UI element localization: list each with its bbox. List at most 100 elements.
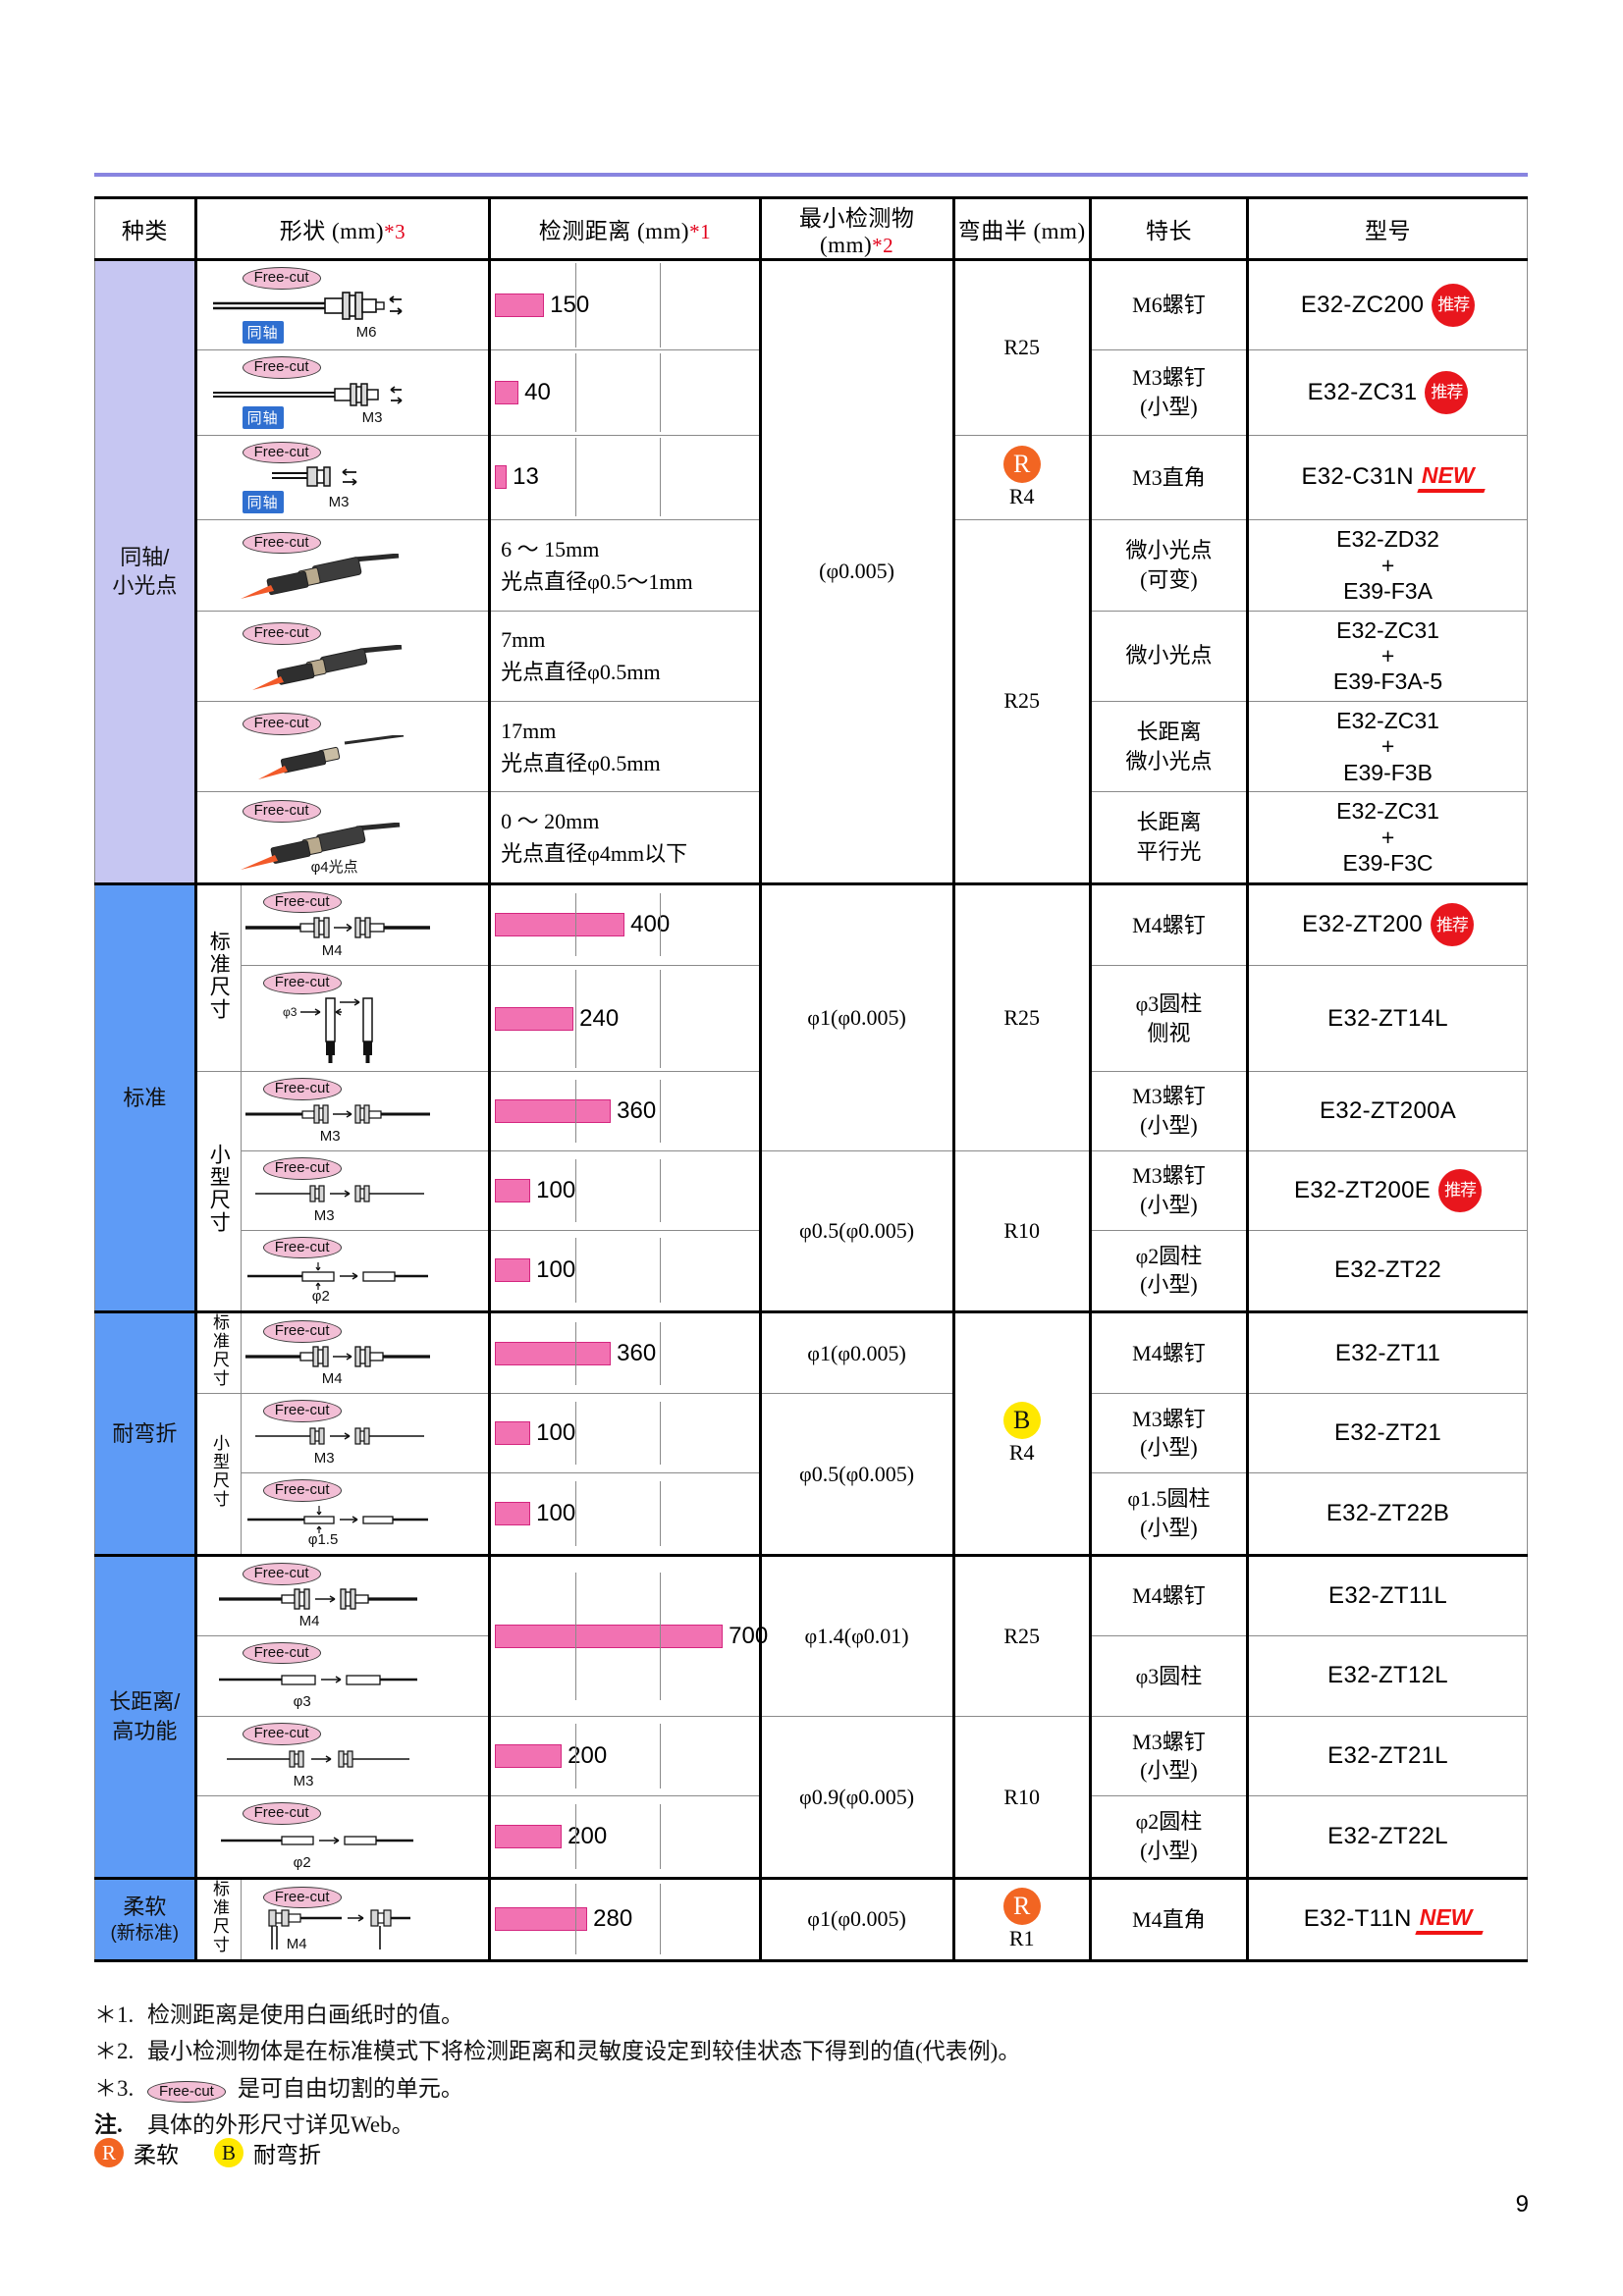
bend-radius-cell: R10 — [952, 1149, 1092, 1313]
shape-size-label: M4 — [298, 1612, 320, 1629]
feature-line2: (小型) — [1140, 1838, 1198, 1863]
feature-line2: (小型) — [1140, 1112, 1198, 1138]
footnote-text: 检测距离是使用白画纸时的值。 — [147, 2002, 463, 2027]
model-cell: E32-ZC31 + E39-F3A-5 — [1247, 610, 1528, 702]
feature-line1: 长距离 — [1136, 810, 1202, 835]
feature-line1: M3螺钉 — [1132, 364, 1206, 390]
feature-cell: M3螺钉 (小型) — [1089, 1716, 1250, 1797]
free-cut-badge: Free-cut — [147, 2080, 226, 2104]
bend-radius-cell: R25 — [952, 881, 1092, 1151]
spot-beam-parallel-diagram — [240, 822, 400, 870]
distance-cell: 100 — [489, 1393, 762, 1474]
distance-bar — [495, 380, 519, 404]
footnote-text: 具体的外形尺寸详见Web。 — [147, 2111, 414, 2137]
feature-cell: M4直角 — [1089, 1876, 1250, 1962]
distance-cell: 100 — [489, 1472, 762, 1556]
footnote-marker: ＊1. — [94, 2002, 135, 2027]
category-flexible-newstandard: 柔软 (新标准) — [94, 1876, 197, 1962]
shape-size-label: φ2 — [311, 1288, 330, 1306]
feature-line1: φ2圆柱 — [1135, 1243, 1203, 1268]
table-row: Free-cut 6 ～ 15mm 光点直径φ0.5～1mm R25 — [95, 519, 1528, 884]
through-beam-m3-diagram — [244, 1104, 430, 1124]
distance-text-line1: 17mm — [501, 718, 557, 743]
shape-cell: Free-cut M3 — [240, 1071, 492, 1151]
shape-size-label: φ2 — [293, 1853, 311, 1871]
fiber-sensor-spec-table: 种类 形状 (mm)*3 检测距离 (mm)*1 最小检测物 (mm)*2 弯曲… — [94, 196, 1528, 1962]
through-beam-m3-small-diagram — [226, 1750, 409, 1768]
free-cut-badge: Free-cut — [242, 799, 321, 823]
bend-radius-cell: R25 — [952, 259, 1092, 436]
header-type: 种类 — [94, 196, 197, 261]
shape-size-label: M3 — [293, 1773, 314, 1790]
table-row: Free-cut 17mm 光点直径φ0.5mm 长距离 微小光点 — [95, 700, 1528, 793]
model-number: E32-ZT22L — [1327, 1822, 1448, 1849]
min-object-cell: φ0.5(φ0.005) — [759, 1393, 955, 1556]
distance-cell: 240 — [489, 965, 762, 1072]
footnote-marker: ＊3. — [94, 2075, 135, 2101]
table-row: Free-cut φ3 φ3圆柱 E32-ZT12L — [95, 1634, 1528, 1718]
feature-line2: (小型) — [1140, 1515, 1198, 1540]
coaxial-right-angle-diagram — [271, 466, 357, 487]
distance-bar — [495, 1421, 531, 1446]
free-cut-badge: Free-cut — [262, 972, 342, 994]
feature-cell: φ3圆柱 侧视 — [1089, 965, 1250, 1072]
min-object-cell: φ1.4(φ0.01) — [759, 1553, 955, 1718]
table-row: 标准 标准尺寸 Free-cut — [94, 881, 1528, 1313]
model-cell: E32-ZC200 推荐 — [1247, 259, 1528, 350]
model-cell: E32-ZC31 + E39-F3C — [1247, 791, 1528, 885]
distance-value: 100 — [536, 1499, 576, 1526]
model-cell: E32-ZT11 — [1247, 1310, 1528, 1395]
table-row: Free-cut φ1.5 — [95, 1472, 1528, 1556]
model-number: E32-ZT11L — [1328, 1581, 1448, 1609]
model-cell: E32-ZT21L — [1247, 1716, 1528, 1797]
distance-cell: 150 — [489, 259, 762, 350]
model-number-line2: E39-F3A-5 — [1332, 668, 1443, 695]
header-shape: 形状 (mm)*3 — [194, 196, 492, 261]
feature-cell: 微小光点 (可变) — [1089, 519, 1250, 612]
distance-cell: 17mm 光点直径φ0.5mm — [489, 700, 762, 793]
distance-bar — [495, 465, 508, 490]
feature-line2: 侧视 — [1147, 1020, 1191, 1045]
distance-cell: 40 — [489, 348, 762, 436]
table-row: Free-cut φ4光点 0 ～ 20mm 光点直径φ4mm以下 — [95, 791, 1528, 885]
distance-value: 40 — [524, 378, 551, 405]
model-cell: E32-ZC31 推荐 — [1247, 348, 1528, 436]
bend-radius-cell: R25 — [952, 519, 1092, 884]
distance-value: 200 — [568, 1822, 608, 1849]
model-cell: E32-ZT22B — [1247, 1472, 1528, 1556]
distance-text-line2: 光点直径φ0.5mm — [501, 660, 661, 685]
model-number: E32-ZT200 — [1302, 911, 1423, 938]
shape-cell: Free-cut — [240, 1876, 492, 1962]
header-feature: 特长 — [1089, 196, 1250, 261]
through-beam-m4-diagram — [244, 1346, 430, 1367]
subcategory-standard-size: 标准尺寸 — [194, 1310, 242, 1395]
model-cell: E32-ZT22 — [1247, 1229, 1528, 1313]
distance-bar — [495, 293, 545, 317]
shape-size-label: M3 — [328, 494, 350, 511]
new-tag: NEW — [1422, 462, 1475, 493]
model-number: E32-ZT22B — [1325, 1499, 1450, 1526]
distance-value: 700 — [729, 1623, 769, 1650]
feature-line1: φ1.5圆柱 — [1127, 1486, 1211, 1512]
model-number: E32-T11N — [1303, 1905, 1412, 1933]
model-number-line2: E39-F3A — [1343, 578, 1433, 605]
min-object-cell: φ1(φ0.005) — [759, 881, 955, 1151]
through-beam-phi2-diagram — [246, 1262, 428, 1291]
distance-value: 360 — [617, 1339, 657, 1366]
feature-line2: (小型) — [1140, 1192, 1198, 1217]
recommend-badge: 推荐 — [1430, 903, 1474, 947]
category-bend-resistant: 耐弯折 — [94, 1310, 197, 1556]
feature-line2: (小型) — [1140, 1272, 1198, 1298]
free-cut-badge: Free-cut — [242, 621, 321, 645]
model-cell: E32-ZT200A — [1247, 1071, 1528, 1151]
distance-bar — [495, 1501, 531, 1525]
distance-value: 100 — [536, 1176, 576, 1203]
distance-text-line2: 光点直径φ0.5～1mm — [501, 568, 693, 594]
footnote-3: ＊3. Free-cut 是可自由切割的单元。 — [94, 2070, 1371, 2107]
min-object-cell: (φ0.005) — [759, 259, 955, 884]
coaxial-badge: 同轴 — [242, 405, 284, 429]
coaxial-badge: 同轴 — [242, 491, 284, 514]
feature-line1: φ2圆柱 — [1135, 1809, 1203, 1835]
model-number: E32-ZT200E — [1293, 1176, 1432, 1203]
